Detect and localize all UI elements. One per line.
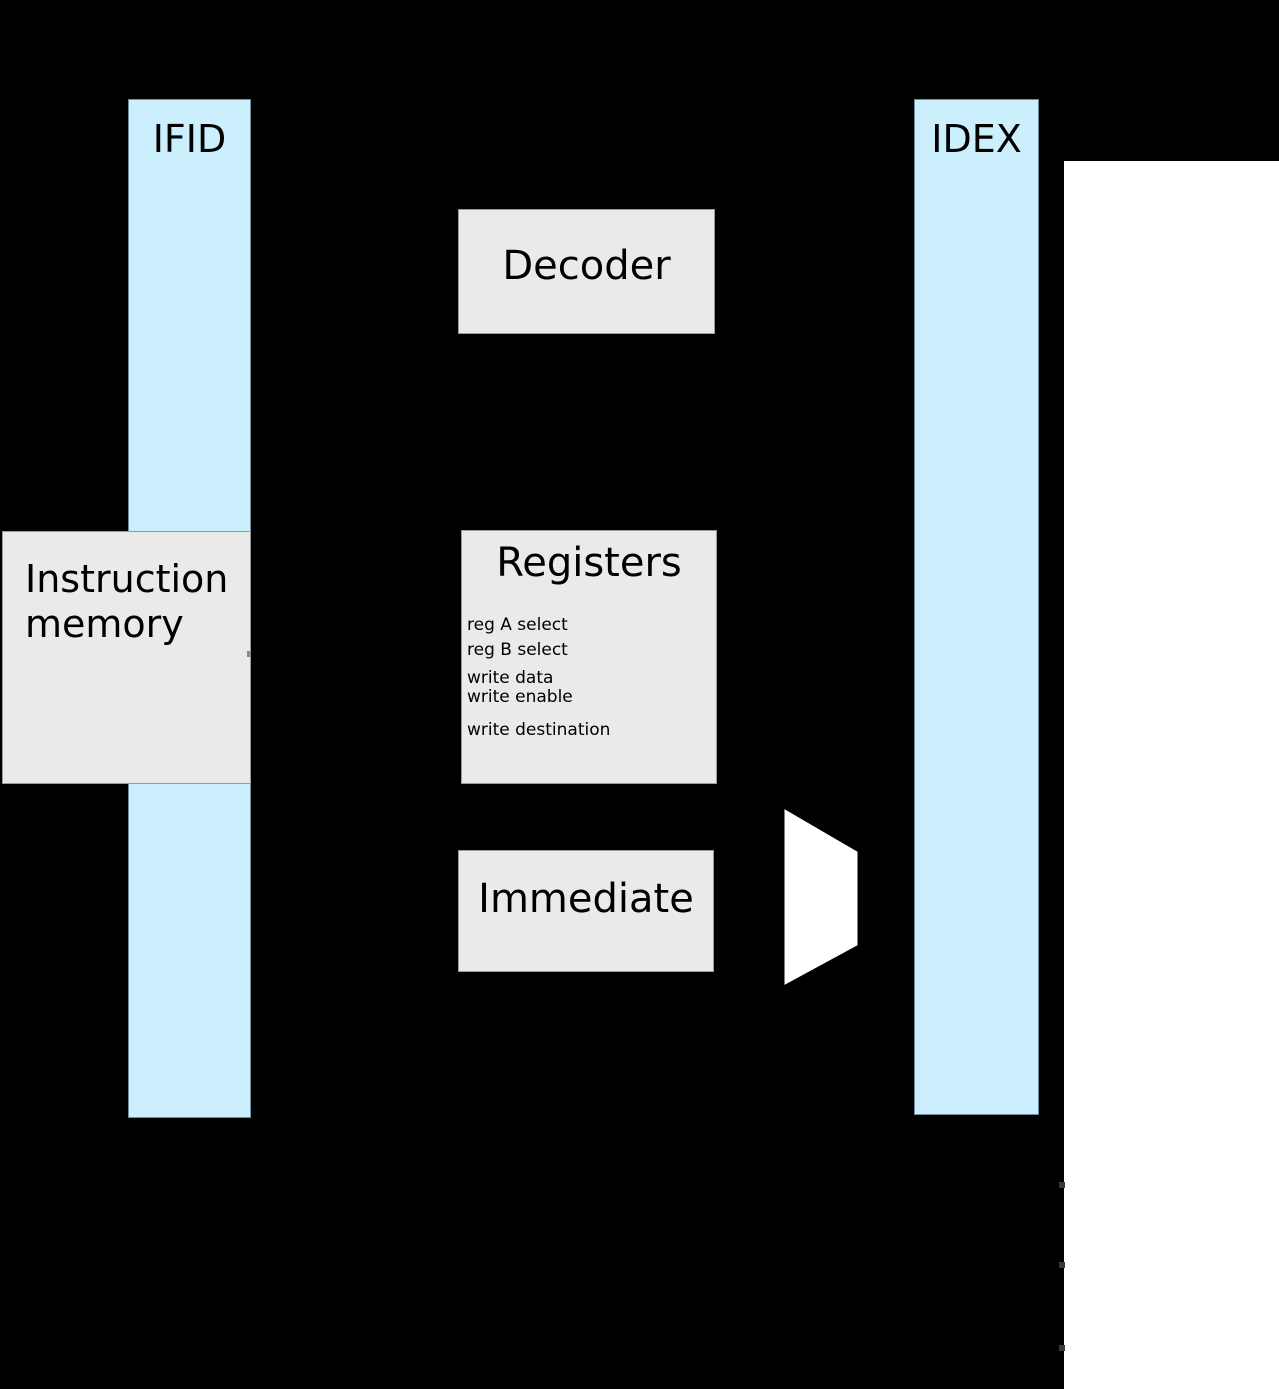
multiplexer-svg — [784, 809, 858, 985]
right-white-panel — [1064, 161, 1279, 1389]
instruction-memory-label: Instruction memory — [25, 557, 229, 646]
pipeline-register-idex-label: IDEX — [931, 117, 1022, 161]
decoder-box[interactable]: Decoder — [458, 209, 715, 334]
immediate-box[interactable]: Immediate — [458, 850, 714, 972]
registers-port-write-data[interactable]: write data — [467, 668, 554, 688]
connector-stub-panel-2 — [1059, 1262, 1065, 1268]
registers-port-list: reg A select reg B select write data wri… — [467, 617, 610, 739]
connector-stub-panel-3 — [1059, 1345, 1065, 1351]
decoder-label: Decoder — [502, 243, 671, 289]
registers-box[interactable]: Registers reg A select reg B select writ… — [461, 530, 717, 784]
registers-label: Registers — [496, 540, 682, 586]
registers-port-reg-b-select[interactable]: reg B select — [467, 640, 568, 660]
pipeline-register-ifid-label: IFID — [152, 117, 227, 161]
multiplexer-shape[interactable] — [783, 808, 861, 986]
immediate-label: Immediate — [478, 876, 694, 922]
registers-port-write-enable[interactable]: write enable — [467, 687, 573, 707]
connector-stub-panel-1 — [1059, 1182, 1065, 1188]
instruction-memory-box[interactable]: Instruction memory — [2, 531, 251, 784]
registers-port-reg-a-select[interactable]: reg A select — [467, 615, 568, 635]
connector-stub-instruction-memory-out — [247, 651, 251, 657]
registers-port-write-destination[interactable]: write destination — [467, 720, 611, 740]
pipeline-register-idex[interactable]: IDEX — [914, 99, 1039, 1115]
